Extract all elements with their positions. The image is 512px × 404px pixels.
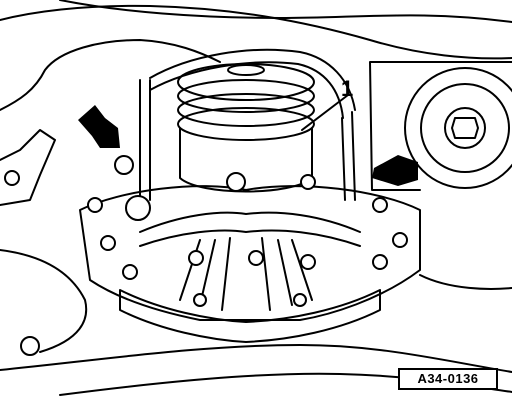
bolt [300,174,316,190]
housing-left-bracket [0,39,221,111]
arrow-left-icon [78,105,120,148]
mount-hole-left [4,170,20,186]
callout-leader-line [301,94,349,131]
flange-plate [79,185,421,321]
bolt [372,254,388,270]
housing-top-contour [0,4,512,60]
bolt [125,195,151,221]
housing-top-contour-inner [59,0,512,23]
figure-id-box: A34-0136 [398,368,498,390]
lower-base [0,344,512,373]
rod-left [139,79,151,201]
flange-lower-plate [119,289,381,343]
bolt [114,155,134,175]
clutch-ring-2 [177,93,315,127]
bolt [392,232,408,248]
flange-web-1 [139,211,361,233]
rod-right [341,111,356,201]
bolt-heads [87,155,408,307]
bolt [226,172,246,192]
clutch-hub [227,64,265,76]
right-mount-bolt [451,117,479,139]
bolt [100,235,116,251]
housing-left-flange [0,129,56,206]
arrow-right-icon [372,155,418,186]
lower-frame-right [419,274,512,290]
hose-upper [149,48,356,111]
right-mount-ring-outer [404,67,512,189]
flange-rib-right [261,237,313,311]
bolt [122,264,138,280]
bolt [87,197,103,213]
bolt [293,293,307,307]
flange-web-2 [139,229,361,247]
bolt [248,250,264,266]
clutch-ring-1 [177,79,315,113]
right-mount-frame [369,61,512,191]
lower-frame-left [0,249,88,353]
callout-label: 1 [341,76,354,101]
hose-upper-2 [149,61,344,119]
clutch-body [179,127,313,193]
bolt [300,254,316,270]
right-mount-ring-inner [444,107,486,149]
mount-hole-bottom [20,336,40,356]
clutch-ring-3 [177,107,315,141]
bolt [372,197,388,213]
bolt [193,293,207,307]
bolt [188,250,204,266]
right-mount-ring-mid [420,83,510,173]
